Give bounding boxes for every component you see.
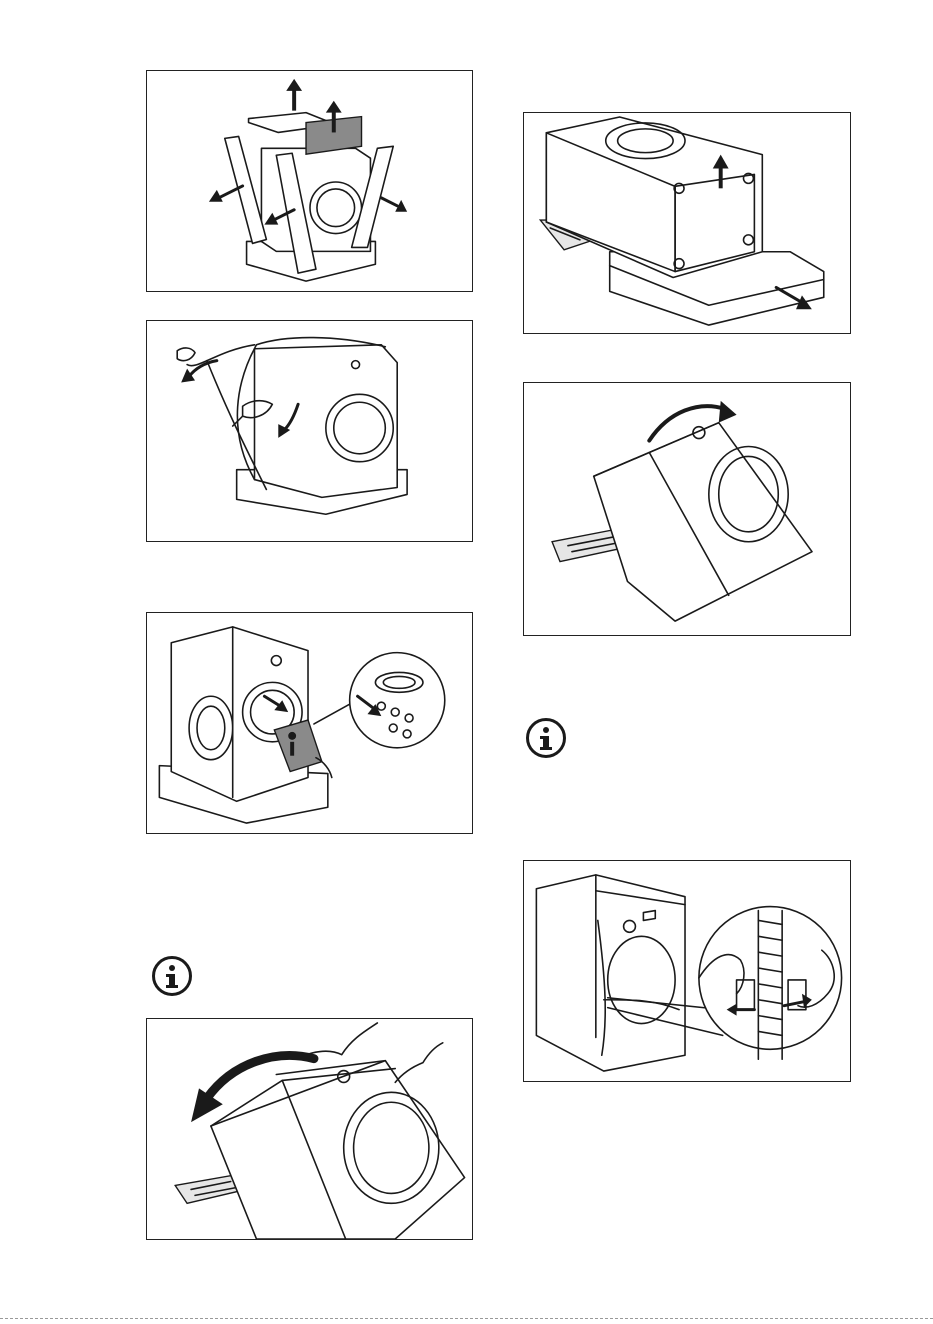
page-footer-rule [0, 1318, 933, 1319]
figure-remove-accessory-bag [146, 612, 473, 834]
arrow-up-icon [286, 79, 302, 111]
figure-tilt-appliance-back [146, 1018, 473, 1240]
unpack-illustration [147, 71, 472, 291]
arrow-right-icon [381, 198, 407, 212]
plastic-bag-illustration [147, 321, 472, 541]
arrow-left-icon [209, 186, 243, 202]
info-icon [152, 956, 192, 996]
tilt-back-illustration [147, 1019, 472, 1239]
figure-remove-packaging-top [146, 70, 473, 292]
figure-tilt-appliance-side [523, 382, 851, 636]
polystyrene-base-illustration [524, 113, 850, 333]
figure-remove-hose-clips [523, 860, 851, 1082]
accessory-bag-illustration [147, 613, 472, 833]
hose-clip-illustration [524, 861, 850, 1081]
info-icon [526, 718, 566, 758]
tilt-side-illustration [524, 383, 850, 635]
figure-remove-plastic-bag [146, 320, 473, 542]
figure-lift-polystyrene-base [523, 112, 851, 334]
